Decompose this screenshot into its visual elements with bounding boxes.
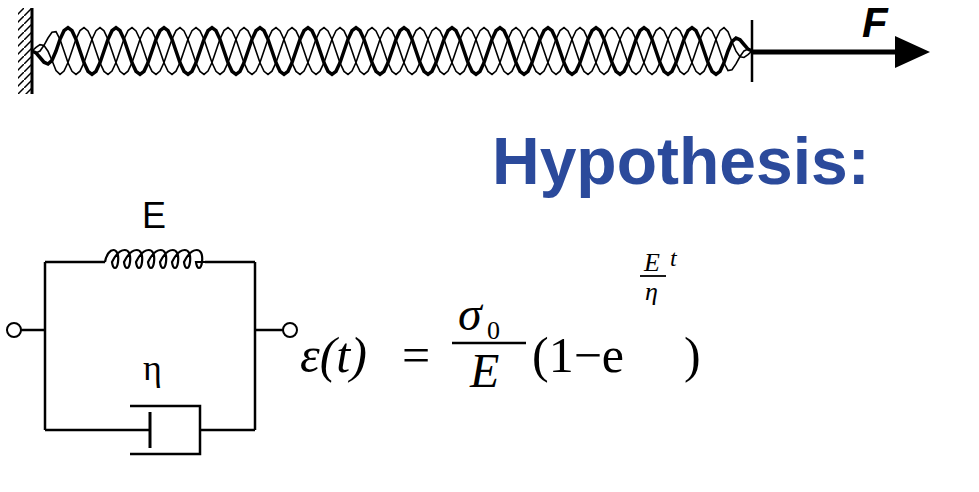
equation-part: η (645, 279, 658, 305)
fiber-strand (32, 28, 752, 75)
dashpot-piston (149, 412, 152, 448)
force-arrowhead (895, 36, 930, 68)
fiber-strand (32, 28, 752, 75)
wire (254, 262, 257, 430)
equation-part: (1−e (532, 330, 624, 380)
equation-part: t (670, 246, 677, 270)
heading: Hypothesis: (492, 128, 870, 194)
dashpot-label: η (143, 350, 162, 386)
wire (200, 429, 255, 432)
equation-part: = (402, 330, 430, 380)
equation-part: σ (458, 290, 482, 338)
spring-label: E (142, 198, 166, 234)
wire (45, 429, 150, 432)
equation-part: ε(t) (300, 330, 367, 380)
wire (45, 261, 105, 264)
terminal (7, 323, 21, 337)
equation-part: ) (684, 330, 701, 380)
wire (21, 329, 45, 332)
equation-part: E (470, 347, 499, 395)
force-label: F (862, 2, 888, 44)
spring-coil (105, 250, 205, 268)
fiber-strand (32, 28, 752, 75)
wire (44, 262, 47, 430)
force-arrow (752, 50, 905, 55)
equation-part: E (644, 250, 660, 276)
equation-part: 0 (487, 318, 500, 344)
twisted-fiber (32, 28, 752, 75)
wire (205, 261, 255, 264)
wire (255, 329, 283, 332)
wall-hatch (18, 8, 32, 94)
terminal (283, 323, 297, 337)
spring-symbol (105, 250, 205, 268)
dashpot-cylinder (130, 406, 200, 454)
